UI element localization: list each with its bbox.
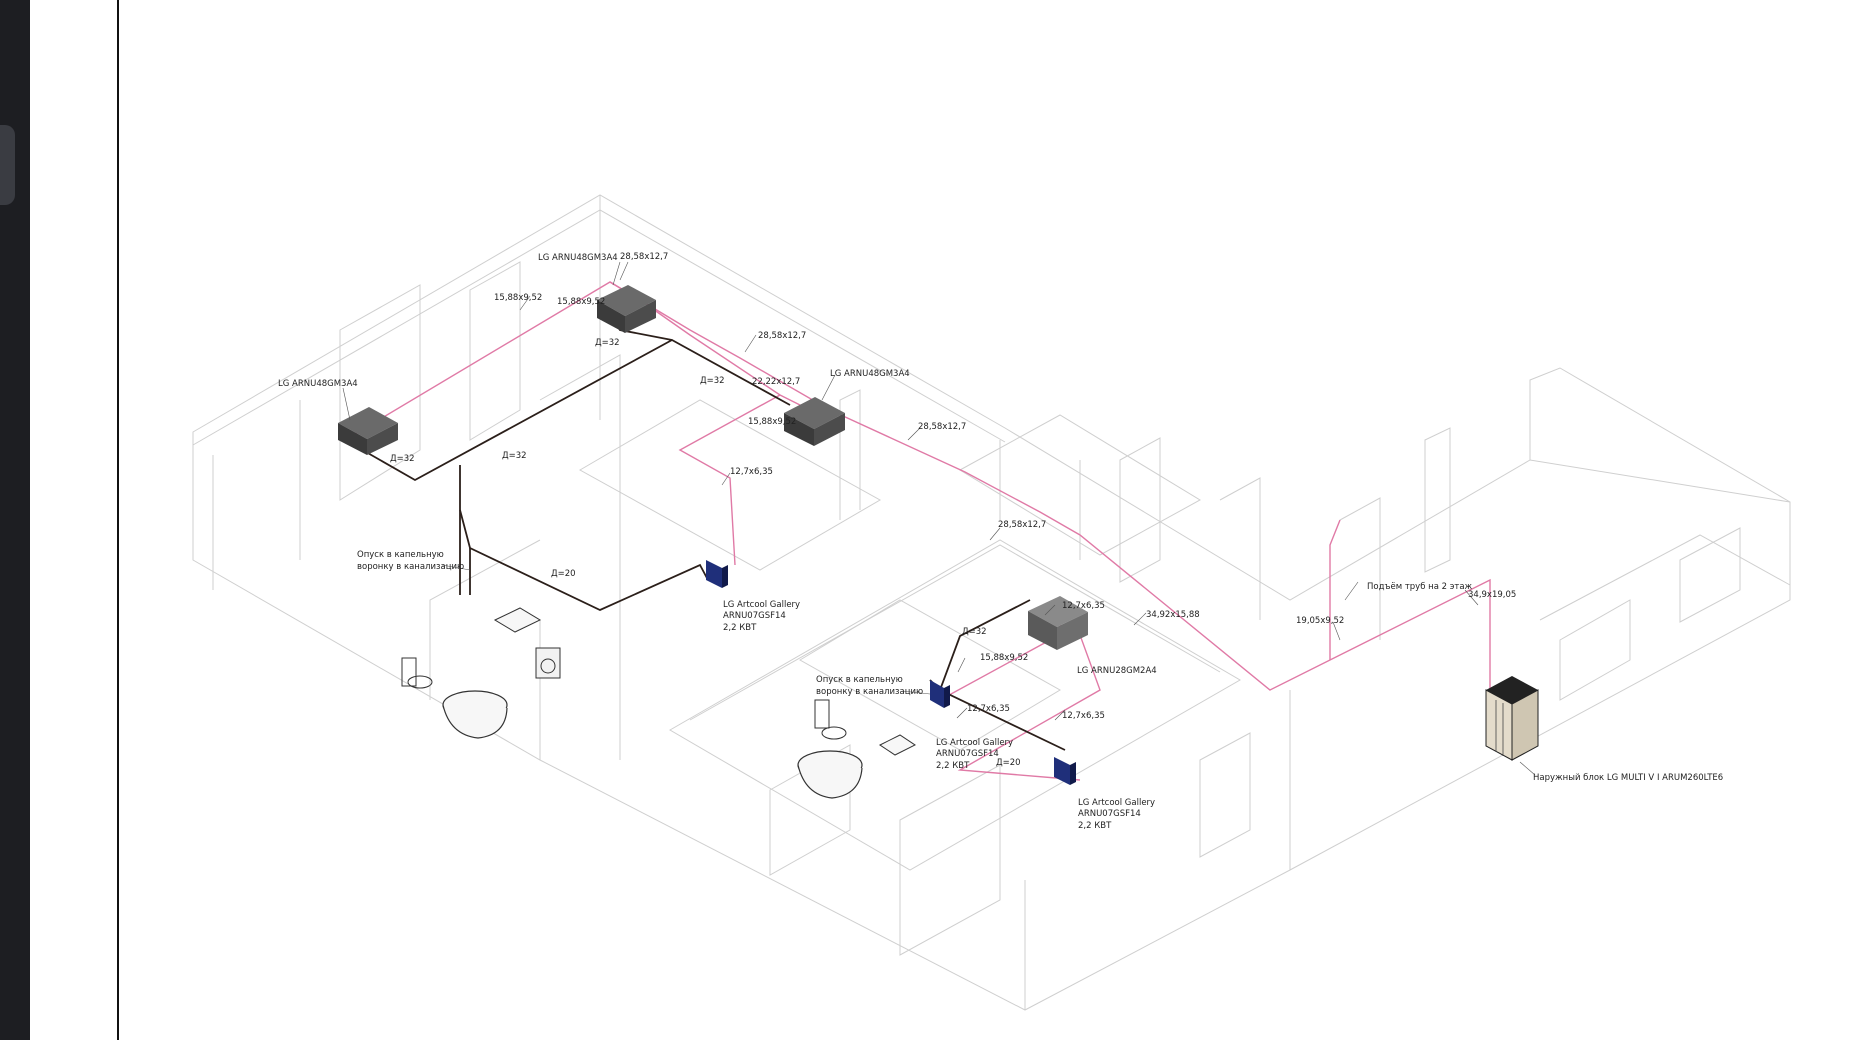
ducted-unit-center [1028, 596, 1088, 650]
artcool-unit-1 [706, 560, 728, 588]
label-pipe-12-7-c: 12,7x6,35 [967, 704, 1010, 714]
label-d32-d: Д=32 [502, 451, 527, 461]
label-pipe-15-88-a: 15,88x9,52 [494, 293, 542, 303]
ducted-unit-top [597, 285, 656, 333]
viewer-edge-line [117, 0, 119, 1040]
label-pipe-15-88-c: 15,88x9,52 [748, 417, 796, 427]
artcool-unit-2 [930, 680, 950, 708]
ducted-unit-left [338, 407, 398, 455]
label-pipe-34-92: 34,92x15,88 [1146, 610, 1200, 620]
label-drain-left-2: воронку в канализацию [357, 562, 464, 572]
building-walls [192, 194, 1791, 1011]
label-d20-a: Д=20 [551, 569, 576, 579]
label-pipe-28-58-d: 28,58x12,7 [998, 520, 1046, 530]
label-artcool-3-l3: 2,2 КВТ [1078, 821, 1112, 831]
label-pipe-12-7-a: 12,7x6,35 [730, 467, 773, 477]
label-drain-center-1: Опуск в капельную [816, 675, 903, 685]
label-drain-left-1: Опуск в капельную [357, 550, 444, 560]
sink-left [493, 607, 542, 633]
label-pipe-22-22: 22,22x12,7 [752, 377, 800, 387]
sidebar-handle[interactable] [0, 125, 15, 205]
refrigerant-piping [344, 281, 1491, 781]
label-artcool-1-l1: LG Artcool Gallery [723, 600, 800, 610]
toilet-center [814, 699, 847, 740]
label-unit-center: LG ARNU28GM2A4 [1077, 666, 1157, 676]
label-d20-b: Д=20 [996, 758, 1021, 768]
toilet-left [401, 657, 433, 689]
leader-lines [342, 261, 1536, 776]
label-d32-b: Д=32 [700, 376, 725, 386]
label-artcool-3-l1: LG Artcool Gallery [1078, 798, 1155, 808]
label-pipe-12-7-b: 12,7x6,35 [1062, 601, 1105, 611]
sink-center [879, 734, 916, 756]
label-unit-left: LG ARNU48GM3A4 [278, 379, 358, 389]
label-riser: Подъём труб на 2 этаж [1367, 582, 1473, 592]
label-pipe-12-7-d: 12,7x6,35 [1062, 711, 1105, 721]
label-pipe-28-58-c: 28,58x12,7 [918, 422, 966, 432]
label-d32-c: Д=32 [390, 454, 415, 464]
drain-piping [344, 299, 1066, 751]
label-artcool-2-l1: LG Artcool Gallery [936, 738, 1013, 748]
label-unit-top: LG ARNU48GM3A4 [538, 253, 618, 263]
label-d32-a: Д=32 [595, 338, 620, 348]
drawing-labels: LG ARNU48GM3A4 28,58x12,7 15,88x9,52 15,… [278, 252, 1723, 831]
label-outdoor-unit: Наружный блок LG MULTI V I ARUM260LTE6 [1533, 773, 1723, 783]
outdoor-unit [1485, 676, 1539, 761]
app-sidebar [0, 0, 30, 1040]
label-artcool-1-l2: ARNU07GSF14 [723, 611, 786, 621]
bathtub-left [442, 690, 508, 739]
label-pipe-19-05: 19,05x9,52 [1296, 616, 1344, 626]
ducted-unit-mid [784, 397, 845, 446]
label-pipe-34-9: 34,9x19,05 [1468, 590, 1516, 600]
label-pipe-28-58-a: 28,58x12,7 [620, 252, 668, 262]
label-pipe-15-88-d: 15,88x9,52 [980, 653, 1028, 663]
label-pipe-15-88-b: 15,88x9,52 [557, 297, 605, 307]
label-artcool-2-l2: ARNU07GSF14 [936, 749, 999, 759]
label-unit-mid: LG ARNU48GM3A4 [830, 369, 910, 379]
label-d32-e: Д=32 [962, 627, 987, 637]
label-pipe-28-58-b: 28,58x12,7 [758, 331, 806, 341]
label-artcool-1-l3: 2,2 КВТ [723, 623, 757, 633]
washing-machine [535, 647, 561, 679]
label-artcool-3-l2: ARNU07GSF14 [1078, 809, 1141, 819]
label-artcool-2-l3: 2,2 КВТ [936, 761, 970, 771]
bathtub-center [797, 750, 863, 799]
label-drain-center-2: воронку в канализацию [816, 687, 923, 697]
artcool-unit-3 [1054, 757, 1076, 785]
